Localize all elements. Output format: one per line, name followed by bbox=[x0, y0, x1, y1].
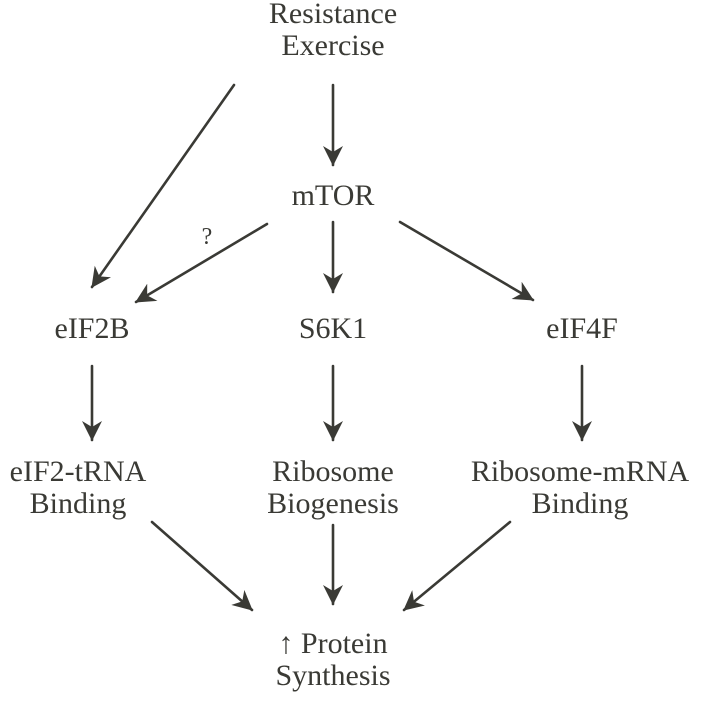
node-ribosome-biogenesis-line2: Biogenesis bbox=[267, 487, 399, 520]
node-s6k1: S6K1 bbox=[299, 313, 367, 345]
node-ribosome-mrna-binding: Ribosome-mRNA Binding bbox=[471, 456, 689, 520]
node-eif4f-label: eIF4F bbox=[546, 312, 618, 345]
node-protein-synthesis-line2: Synthesis bbox=[275, 659, 391, 692]
node-eif4f: eIF4F bbox=[546, 313, 618, 345]
node-resistance-exercise-line2: Exercise bbox=[281, 29, 385, 62]
node-mtor: mTOR bbox=[292, 180, 375, 212]
arrow-mtor-to-eif2b bbox=[134, 222, 269, 304]
node-eif2b-label: eIF2B bbox=[54, 312, 130, 345]
node-ribosome-biogenesis: Ribosome Biogenesis bbox=[267, 456, 399, 520]
node-mtor-label: mTOR bbox=[291, 179, 375, 212]
node-resistance-exercise: Resistance Exercise bbox=[269, 0, 397, 62]
node-ribosome-mrna-binding-line1: Ribosome-mRNA bbox=[470, 455, 690, 488]
node-resistance-exercise-line1: Resistance bbox=[268, 0, 398, 30]
node-eif2-trna-binding-line1: eIF2-tRNA bbox=[9, 455, 147, 488]
uncertain-link-label: ? bbox=[201, 224, 213, 250]
node-eif2-trna-binding-line2: Binding bbox=[29, 487, 127, 520]
arrow-exercise-to-eif2b bbox=[90, 83, 236, 289]
arrow-mtor-to-eif4f bbox=[398, 220, 535, 302]
node-ribosome-mrna-binding-line2: Binding bbox=[531, 487, 629, 520]
node-protein-synthesis-line1: ↑ Protein bbox=[278, 627, 388, 660]
node-ribosome-biogenesis-line1: Ribosome bbox=[272, 455, 394, 488]
node-eif2-trna-binding: eIF2-tRNA Binding bbox=[10, 456, 147, 520]
node-s6k1-label: S6K1 bbox=[298, 312, 368, 345]
arrow-eif2-trna-to-protein bbox=[150, 520, 254, 612]
node-protein-synthesis: ↑ Protein Synthesis bbox=[275, 628, 390, 692]
arrow-mrna-binding-to-protein bbox=[402, 520, 512, 612]
node-eif2b: eIF2B bbox=[55, 313, 130, 345]
